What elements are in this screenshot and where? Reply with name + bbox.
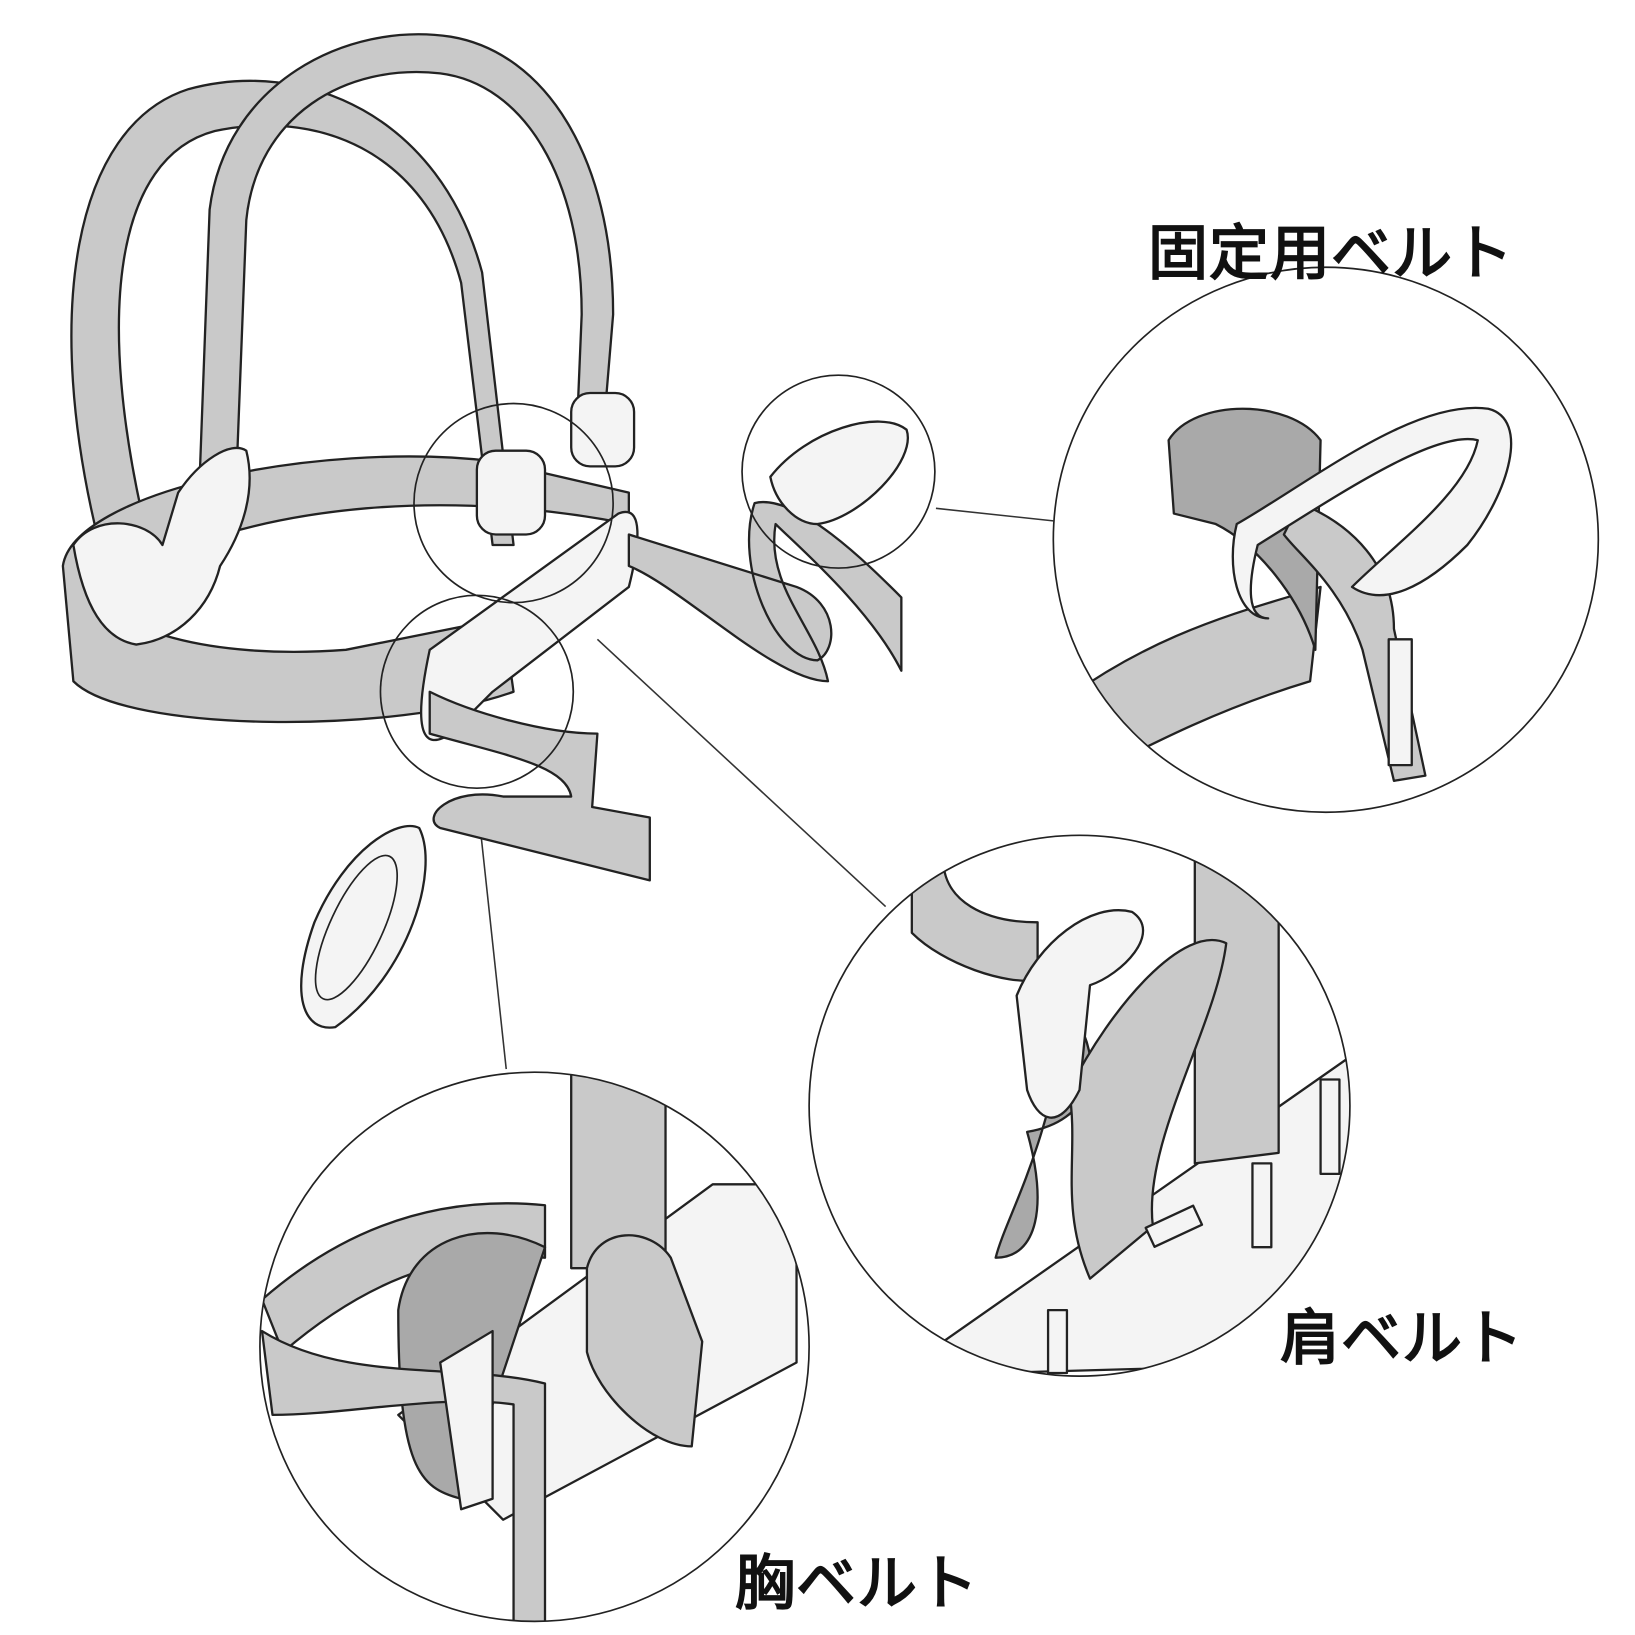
- detail-marker-chest: [379, 594, 575, 789]
- side-buckle: [72, 446, 251, 646]
- label-fixing-belt: 固定用ベルト: [1148, 219, 1514, 289]
- chest-belt: [428, 690, 651, 882]
- chest-belt-buckle: [300, 824, 427, 1029]
- detail-chest-belt: [259, 1071, 810, 1623]
- shoulder-buckle-left: [475, 449, 547, 536]
- detail-fixing-belt: [1052, 266, 1600, 814]
- shoulder-straps: [70, 33, 615, 547]
- fixing-belt: [627, 500, 903, 683]
- label-chest-belt: 胸ベルト: [735, 1549, 979, 1619]
- detail-marker-fixing: [741, 374, 936, 569]
- label-shoulder-belt: 肩ベルト: [1280, 1304, 1524, 1374]
- leader-line-shoulder-belt: [596, 638, 887, 908]
- shoulder-buckle-right: [570, 391, 636, 468]
- leader-line-chest-belt: [476, 796, 508, 1070]
- leader-line-fixing-belt: [935, 507, 1054, 522]
- fixing-belt-buckle: [769, 420, 909, 526]
- detail-shoulder-belt: [808, 834, 1351, 1377]
